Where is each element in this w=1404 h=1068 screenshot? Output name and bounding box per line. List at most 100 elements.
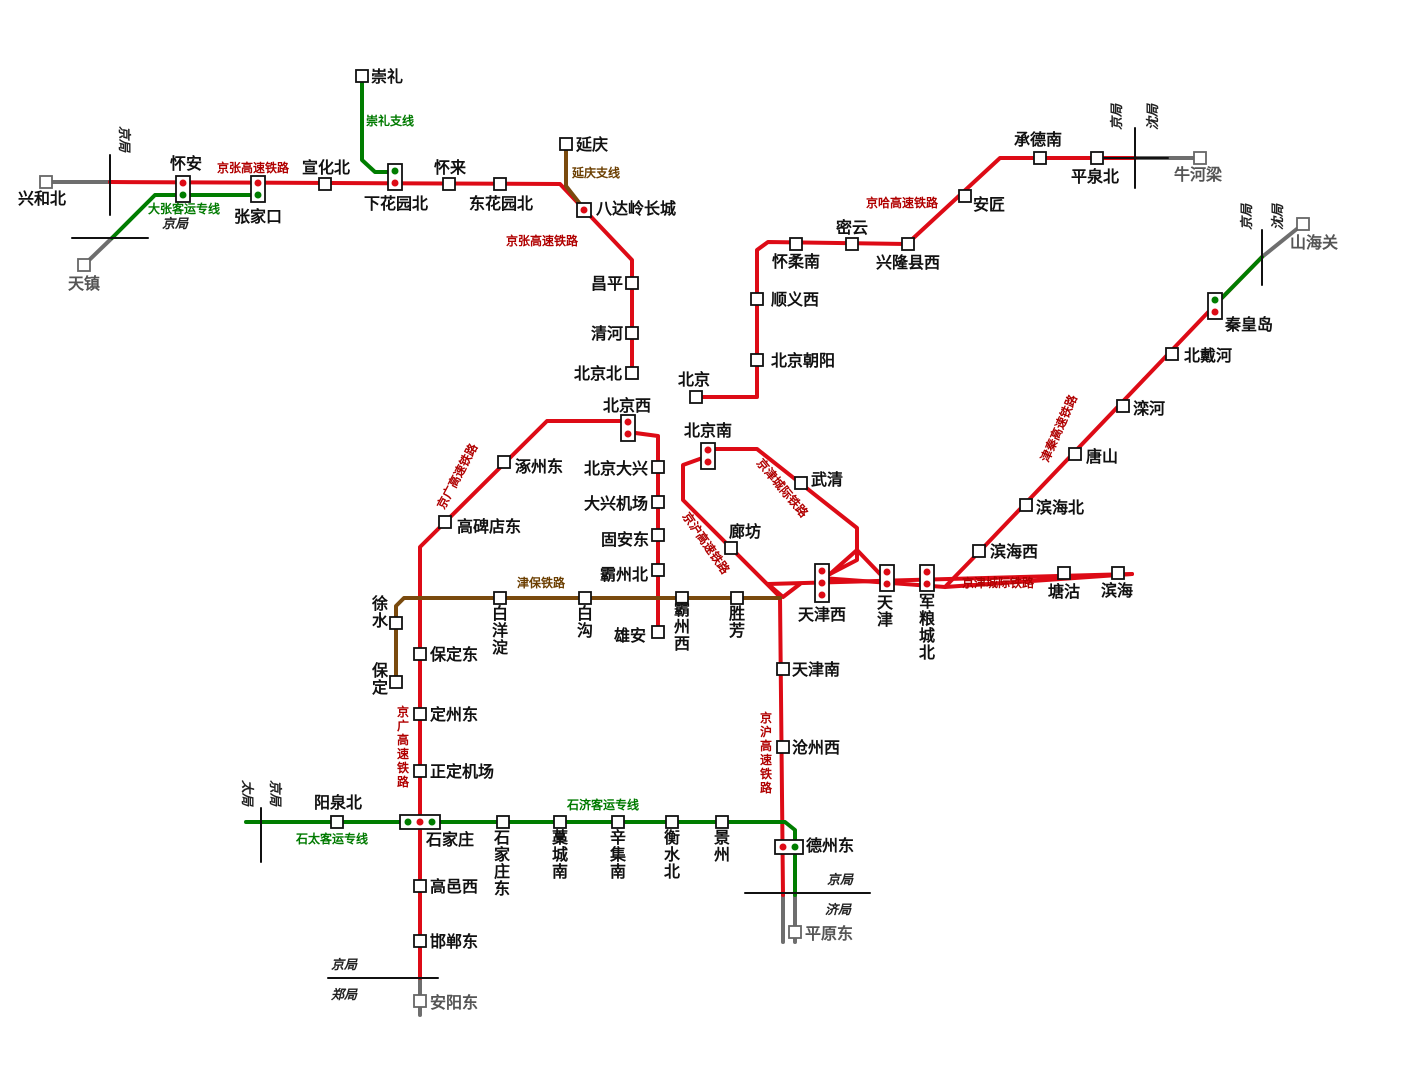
station-marker-guandong[interactable] bbox=[651, 528, 665, 542]
interchange-beijingnan[interactable] bbox=[700, 442, 716, 470]
station-label-anjiang: 安匠 bbox=[973, 195, 1005, 214]
station-marker-pingquanbei[interactable] bbox=[1090, 151, 1104, 165]
station-marker-xiongan[interactable] bbox=[651, 625, 665, 639]
bureau-label-jing-west2: 京局 bbox=[162, 216, 189, 232]
station-label-beijingbei: 北京北 bbox=[574, 364, 622, 383]
station-marker-chengdenan[interactable] bbox=[1033, 151, 1047, 165]
station-marker-niuheliang[interactable] bbox=[1193, 151, 1207, 165]
bureau-label-jing-s: 京局 bbox=[331, 957, 358, 973]
station-label-beijingchaoyang: 北京朝阳 bbox=[771, 351, 835, 370]
station-label-niuheliang: 牛河梁 bbox=[1174, 165, 1223, 184]
interchange-shijiazhuang[interactable] bbox=[399, 814, 441, 830]
station-label-beijing: 北京 bbox=[678, 370, 710, 389]
station-marker-xuanhuabei[interactable] bbox=[318, 177, 332, 191]
station-marker-shunyixi[interactable] bbox=[750, 292, 764, 306]
station-marker-beijing[interactable] bbox=[689, 390, 703, 404]
station-marker-daxingjichang[interactable] bbox=[651, 495, 665, 509]
station-marker-changping[interactable] bbox=[625, 276, 639, 290]
interchange-xiahuayuanbei[interactable] bbox=[387, 163, 403, 191]
station-marker-gaoyixi[interactable] bbox=[413, 879, 427, 893]
line-label-shiji: 石济客运专线 bbox=[566, 797, 639, 812]
station-label-xushui: 徐水 bbox=[371, 594, 389, 630]
station-marker-huairounan[interactable] bbox=[789, 237, 803, 251]
station-marker-bazhoubei[interactable] bbox=[651, 563, 665, 577]
station-marker-baodingdong[interactable] bbox=[413, 647, 427, 661]
station-label-baodingdong: 保定东 bbox=[429, 645, 478, 664]
station-marker-beijingdaxing[interactable] bbox=[651, 460, 665, 474]
station-marker-shanhaiguan[interactable] bbox=[1296, 217, 1310, 231]
station-marker-miyun[interactable] bbox=[845, 237, 859, 251]
station-marker-beidaihe[interactable] bbox=[1165, 347, 1179, 361]
line-label-jinbao: 津保铁路 bbox=[517, 575, 566, 590]
interchange-qinhuangdao[interactable] bbox=[1207, 292, 1223, 320]
station-marker-zhengdingjichang[interactable] bbox=[413, 764, 427, 778]
station-marker-beijingbei[interactable] bbox=[625, 366, 639, 380]
station-marker-pingyuandong[interactable] bbox=[788, 925, 802, 939]
bureau-label-jing-sw: 京局 bbox=[267, 780, 283, 807]
interchange-zhangjiakou[interactable] bbox=[250, 175, 266, 203]
station-label-luanhe: 滦河 bbox=[1133, 399, 1165, 418]
station-marker-gaochengnan[interactable] bbox=[553, 815, 567, 829]
station-marker-tanggu[interactable] bbox=[1057, 566, 1071, 580]
station-marker-anyangdong[interactable] bbox=[413, 994, 427, 1008]
station-marker-baigou[interactable] bbox=[578, 591, 592, 605]
interchange-dezhoudong[interactable] bbox=[774, 839, 804, 855]
station-marker-zhuozhoudong[interactable] bbox=[497, 455, 511, 469]
station-marker-yangquanbei[interactable] bbox=[330, 815, 344, 829]
line-label-layer: 京张高速铁路 京张高速铁路 崇礼支线 延庆支线 大张客运专线 京哈高速铁路 京津… bbox=[148, 113, 1080, 846]
station-marker-anjiang[interactable] bbox=[958, 189, 972, 203]
interchange-beijingxi[interactable] bbox=[620, 414, 636, 442]
station-marker-qinghe[interactable] bbox=[625, 326, 639, 340]
station-marker-cangzhouxi[interactable] bbox=[776, 740, 790, 754]
station-marker-xinglongxianxi[interactable] bbox=[901, 237, 915, 251]
station-label-hengshuibei: 衡水北 bbox=[664, 828, 681, 881]
station-label-baigou: 白沟 bbox=[577, 604, 593, 640]
station-marker-beijingchaoyang[interactable] bbox=[750, 353, 764, 367]
interchange-tianjin[interactable] bbox=[879, 564, 895, 592]
station-marker-tianjinnan[interactable] bbox=[776, 662, 790, 676]
station-label-zhengdingjichang: 正定机场 bbox=[430, 762, 494, 781]
station-marker-jingzhou[interactable] bbox=[715, 815, 729, 829]
station-marker-dingzhoudong[interactable] bbox=[413, 707, 427, 721]
bureau-label-layer: 京局 京局 京局 沈局 京局 沈局 太局 京局 京局 郑局 京局 济局 bbox=[116, 103, 1286, 1003]
station-marker-xinghebei[interactable] bbox=[39, 175, 53, 189]
station-label-xiongan: 雄安 bbox=[613, 626, 646, 645]
station-marker-handandong[interactable] bbox=[413, 934, 427, 948]
station-label-beidaihe: 北戴河 bbox=[1184, 346, 1232, 365]
interchange-huaian[interactable] bbox=[175, 175, 191, 203]
station-marker-huailai[interactable] bbox=[442, 177, 456, 191]
station-marker-xinjinan[interactable] bbox=[611, 815, 625, 829]
station-label-chengdenan: 承德南 bbox=[1014, 130, 1062, 149]
interchange-badaling[interactable] bbox=[576, 202, 592, 218]
station-marker-bazhouxi[interactable] bbox=[675, 591, 689, 605]
station-marker-wuqing[interactable] bbox=[794, 476, 808, 490]
dazhang-line bbox=[110, 193, 260, 240]
station-marker-tianzhen[interactable] bbox=[77, 258, 91, 272]
station-marker-tangshan[interactable] bbox=[1068, 447, 1082, 461]
station-label-pingquanbei: 平泉北 bbox=[1071, 167, 1119, 186]
station-marker-xushui[interactable] bbox=[389, 616, 403, 630]
station-label-handandong: 邯郸东 bbox=[430, 932, 478, 951]
station-marker-chongli[interactable] bbox=[355, 69, 369, 83]
shiji-line bbox=[244, 820, 797, 897]
station-marker-binhaibei[interactable] bbox=[1019, 498, 1033, 512]
station-marker-hengshuibei[interactable] bbox=[665, 815, 679, 829]
station-marker-shijiazhuangdong[interactable] bbox=[496, 815, 510, 829]
station-marker-baoding[interactable] bbox=[389, 675, 403, 689]
interchange-tianjinxi[interactable] bbox=[814, 563, 830, 603]
station-marker-baiyangdian[interactable] bbox=[493, 591, 507, 605]
station-marker-gaobeidiandong[interactable] bbox=[438, 515, 452, 529]
station-marker-langfang[interactable] bbox=[724, 541, 738, 555]
station-label-xiahuayuanbei: 下花园北 bbox=[364, 194, 428, 213]
station-marker-binhai[interactable] bbox=[1111, 566, 1125, 580]
station-marker-binhaixi[interactable] bbox=[972, 544, 986, 558]
station-marker-donghuayuanbei[interactable] bbox=[493, 177, 507, 191]
line-label-jinghu-lower: 京沪高速铁路 bbox=[760, 710, 773, 795]
station-label-guandong: 固安东 bbox=[601, 530, 649, 549]
interchange-junliangchengbei[interactable] bbox=[919, 564, 935, 592]
station-marker-luanhe[interactable] bbox=[1116, 399, 1130, 413]
line-label-jingjin-lower: 京津城际铁路 bbox=[962, 575, 1035, 590]
station-marker-shengfang[interactable] bbox=[730, 591, 744, 605]
line-label-dazhang: 大张客运专线 bbox=[148, 201, 220, 216]
station-marker-yanqing[interactable] bbox=[559, 137, 573, 151]
